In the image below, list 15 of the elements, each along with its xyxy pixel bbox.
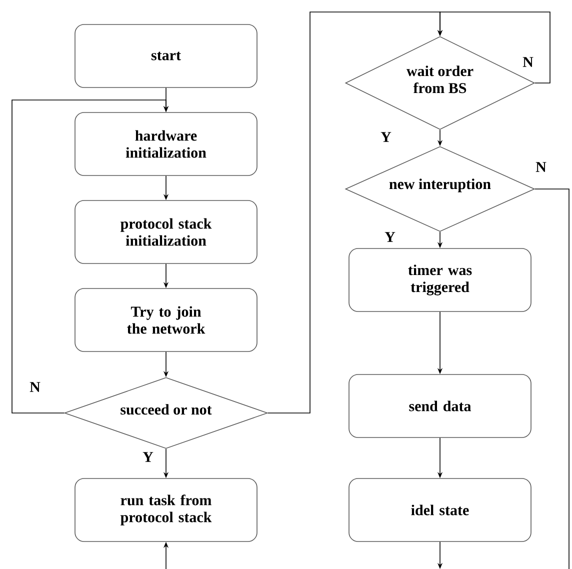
edge-label: Y <box>380 131 392 143</box>
edge-label: Y <box>384 231 396 243</box>
arrow <box>12 100 169 414</box>
process-box: timer was triggered <box>348 248 532 312</box>
process-box: idel state <box>348 478 532 542</box>
edge-label: Y <box>142 451 154 463</box>
process-box: run task from protocol stack <box>74 478 258 542</box>
process-box: protocol stack initialization <box>74 200 258 264</box>
process-box: send data <box>348 374 532 438</box>
edge-label: N <box>534 161 548 173</box>
edge-label: N <box>28 381 42 393</box>
process-box: start <box>74 24 258 88</box>
process-box: hardware initialization <box>74 112 258 176</box>
process-box: Try to join the network <box>74 288 258 352</box>
edge-label: N <box>522 56 534 68</box>
